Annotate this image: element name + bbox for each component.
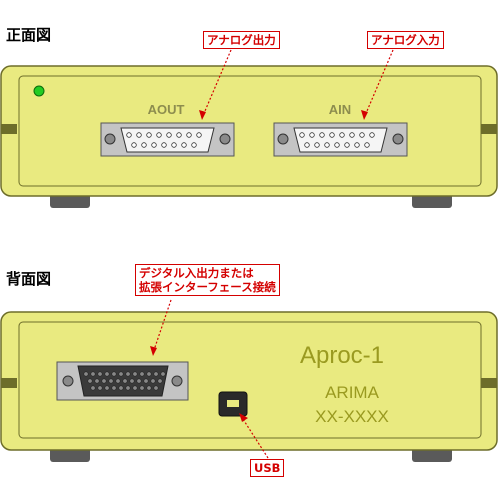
model-number: XX-XXXX [315, 407, 389, 426]
back-view-title: 背面図 [6, 270, 52, 288]
usb-callout: USB [250, 459, 285, 477]
usb-callout-arrow [240, 415, 269, 459]
front-view-title: 正面図 [6, 26, 52, 44]
back-notch-left [1, 378, 17, 388]
digital-callout-arrow [152, 299, 172, 354]
usb-port [218, 391, 248, 417]
digital-io-callout-line2: 拡張インターフェース接続 [139, 280, 276, 294]
maker-name: ARIMA [325, 383, 380, 402]
back-notch-right [481, 378, 497, 388]
ain-label: AIN [329, 102, 351, 117]
back-panel: Aproc-1 ARIMA XX-XXXX [0, 299, 498, 462]
aout-callout: アナログ出力 [203, 31, 280, 49]
digital-io-callout: デジタル入出力または 拡張インターフェース接続 [135, 264, 280, 296]
aout-connector [100, 122, 235, 157]
power-led [33, 85, 45, 97]
ain-callout: アナログ入力 [367, 31, 444, 49]
digital-io-callout-line1: デジタル入出力または [139, 266, 254, 280]
aout-callout-arrow [201, 49, 232, 119]
front-notch-right [481, 124, 497, 134]
front-panel: AOUT AIN [0, 49, 498, 208]
aout-label: AOUT [148, 102, 185, 117]
front-notch-left [1, 124, 17, 134]
front-case [0, 65, 498, 197]
brand-name: Aproc-1 [300, 342, 384, 369]
digital-io-connector [56, 361, 189, 401]
ain-connector [273, 122, 408, 157]
ain-callout-arrow [363, 49, 394, 119]
